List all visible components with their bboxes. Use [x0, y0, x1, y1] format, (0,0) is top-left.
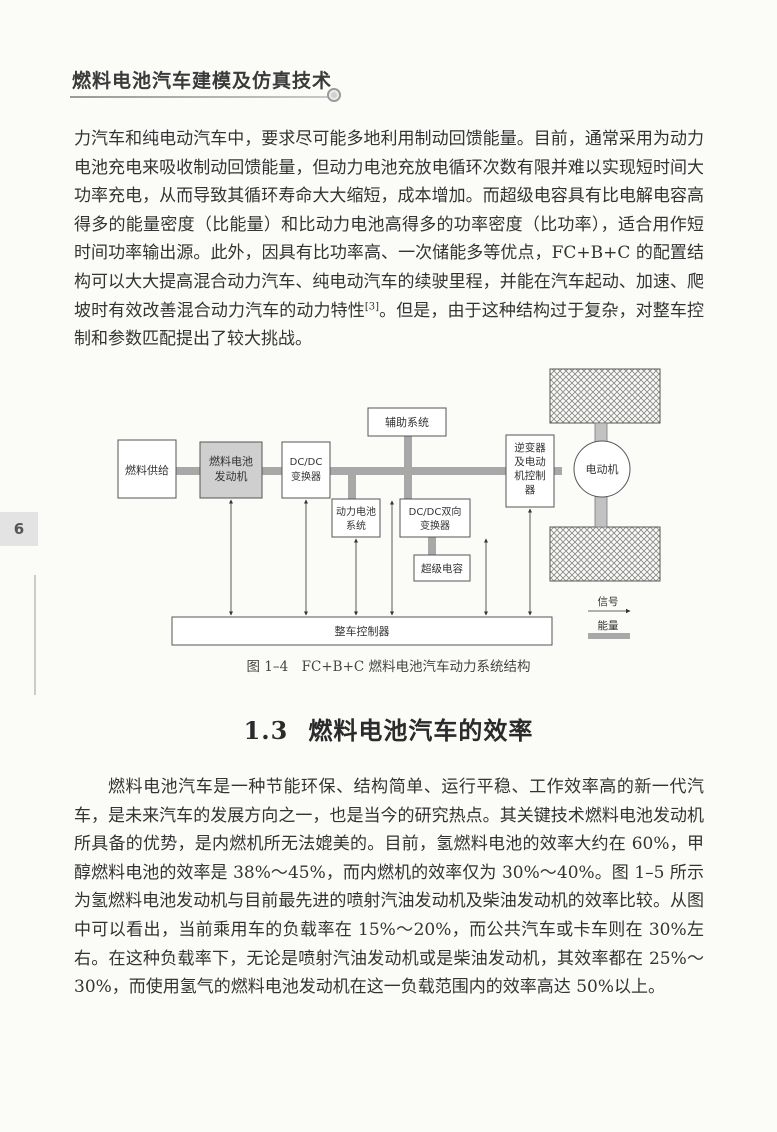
energy-bus-aux: [404, 435, 412, 469]
motor-circle: [573, 440, 631, 498]
dcdc-converter-label-2: 变换器: [291, 470, 321, 483]
energy-bus-main: [250, 467, 508, 475]
dcdc-converter-box: [281, 441, 331, 499]
figure-caption: 图 1–4 FC+B+C 燃料电池汽车动力系统结构: [246, 659, 531, 675]
wheel-top: [549, 368, 661, 424]
vehicle-controller-label: 整车控制器: [335, 624, 390, 638]
wheel-bottom: [549, 526, 661, 582]
bidirectional-dcdc-box: [399, 498, 471, 538]
fuel-cell-engine-label-2: 发动机: [215, 469, 248, 483]
paragraph-1: 力汽车和纯电动汽车中，要求尽可能多地利用制动回馈能量。目前，通常采用为动力电池充…: [74, 125, 704, 354]
header-rule: [70, 96, 332, 98]
paragraph-2: 燃料电池汽车是一种节能环保、结构简单、运行平稳、工作效率高的新一代汽车，是未来汽…: [74, 777, 704, 998]
fuel-cell-engine-box: [199, 441, 263, 499]
citation-ref: [3]: [364, 300, 379, 312]
legend-energy-label: 能量: [598, 619, 619, 632]
page-edge-line: [34, 575, 36, 695]
auxiliary-system-label: 辅助系统: [385, 415, 429, 429]
supercapacitor-box: [413, 554, 471, 582]
legend-energy-bar: [588, 633, 630, 639]
running-header-title: 燃料电池汽车建模及仿真技术: [72, 70, 333, 92]
energy-bus-bidir: [404, 473, 412, 499]
fuel-supply-label: 燃料供给: [125, 463, 169, 477]
legend-signal-label: 信号: [598, 596, 619, 608]
fuel-cell-engine-label-1: 燃料电池: [209, 454, 253, 468]
power-battery-box: [331, 498, 381, 538]
power-battery-label-1: 动力电池: [336, 505, 376, 518]
paragraph-1-tail: 。但是，由于这种结构过于复杂，对整车控制和参数匹配提出了较大挑战。: [74, 300, 705, 350]
dcdc-converter-label-1: DC/DC: [290, 457, 323, 468]
section-heading: 1.3 燃料电池汽车的效率: [0, 711, 777, 746]
inverter-controller-box: [505, 434, 555, 508]
energy-bus-battery: [348, 473, 356, 499]
motor-label: 电动机: [586, 462, 619, 476]
inverter-controller-label-2: 及电动: [514, 455, 546, 468]
vehicle-controller-box: [171, 616, 553, 646]
paragraph-1-text: 力汽车和纯电动汽车中，要求尽可能多地利用制动回馈能量。目前，通常采用为动力电池充…: [74, 129, 704, 321]
inverter-controller-label-4: 器: [525, 484, 536, 496]
energy-bus-fuel: [176, 467, 200, 475]
page-number-tab: 6: [0, 512, 38, 546]
inverter-controller-label-1: 逆变器: [514, 441, 546, 454]
energy-bus-supercap: [428, 537, 436, 555]
header-ornament-icon: [327, 88, 341, 102]
fuel-supply-box: [117, 439, 177, 499]
section-number: 1.3: [243, 716, 289, 745]
bidirectional-dcdc-label-1: DC/DC双向: [409, 505, 462, 518]
section-title-text: 燃料电池汽车的效率: [308, 716, 534, 745]
auxiliary-system-box: [367, 407, 447, 437]
power-battery-label-2: 系统: [346, 519, 366, 532]
powertrain-diagram: 燃料供给 燃料电池 发动机 DC/DC 变换器 辅助系统 动力电池 系统 DC/…: [117, 368, 661, 646]
supercapacitor-label: 超级电容: [421, 562, 463, 575]
bidirectional-dcdc-label-2: 变换器: [420, 519, 450, 532]
inverter-controller-label-3: 机控制: [514, 469, 546, 482]
